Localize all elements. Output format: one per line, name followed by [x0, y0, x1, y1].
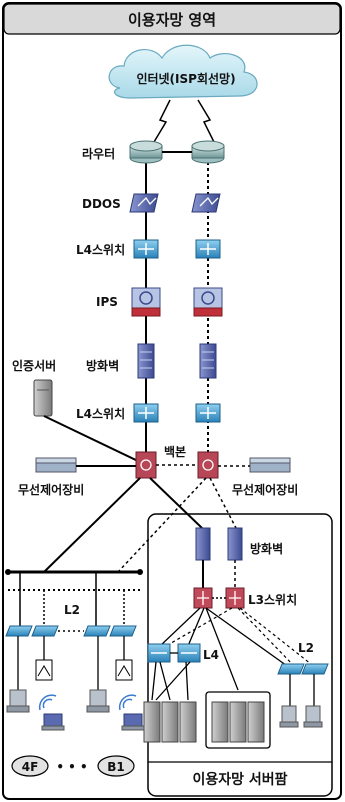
label-floor-l2: L2 — [64, 603, 80, 617]
floor-pc-1-icon — [6, 689, 30, 713]
farm-firewall-right-icon — [227, 527, 243, 561]
server-rack-group-1-icon — [143, 701, 197, 743]
auth-server-link — [43, 415, 141, 463]
label-floor-last: B1 — [107, 760, 125, 774]
firewall-right-icon — [199, 343, 217, 379]
l4-switch-bottom-left-icon — [133, 403, 159, 423]
wireless-controller-right-icon — [249, 457, 291, 473]
ips-right-icon — [193, 287, 223, 317]
farm-pc-2-icon — [303, 705, 323, 728]
label-farm-firewall: 방화벽 — [250, 541, 283, 556]
backbone-right-icon — [197, 451, 219, 479]
label-farm-l3: L3스위치 — [248, 592, 297, 607]
label-floor-ellipsis: • • • — [56, 760, 87, 774]
internet-cloud-icon — [108, 44, 258, 99]
backbone-to-farm-left — [149, 477, 203, 529]
l4-switch-bottom-right-icon — [195, 403, 221, 423]
server-rack-group-2-box — [205, 691, 271, 749]
floor-l2-switch-1-icon — [5, 625, 33, 637]
label-ddos: DDOS — [82, 197, 121, 211]
floor-l2-switch-3-icon — [83, 625, 111, 637]
ddos-right-icon — [191, 193, 221, 213]
l3-to-l2a — [205, 607, 291, 669]
floor-pc-2-icon — [86, 689, 110, 713]
farm-firewall-left-icon — [195, 527, 211, 561]
access-point-2-icon — [115, 659, 133, 681]
label-router: 라우터 — [82, 146, 115, 161]
l3r-to-l4a — [165, 607, 233, 647]
l4-to-srv1 — [151, 661, 157, 701]
header-band — [3, 3, 341, 35]
l3-to-l4b — [187, 607, 205, 647]
wireless-laptop-1-icon — [38, 694, 65, 731]
floor-l2-switch-2-icon — [31, 625, 59, 637]
label-wireless-left: 무선제어장비 — [18, 482, 84, 497]
label-floor-first: 4F — [22, 760, 39, 774]
floor-l2-switch-4-icon — [109, 625, 137, 637]
firewall-left-icon — [137, 343, 155, 379]
l3r-to-l2b — [239, 607, 317, 669]
label-farm-l4: L4 — [203, 648, 219, 662]
farm-l2-right-icon — [301, 663, 329, 675]
l4-switch-top-left-icon — [133, 239, 159, 259]
floor-badge-first — [11, 755, 49, 777]
wireless-controller-left-icon — [35, 457, 77, 473]
ddos-left-icon — [129, 193, 159, 213]
farm-pc-1-icon — [279, 705, 299, 728]
farm-l3-right-icon — [225, 587, 245, 609]
router-left-icon — [129, 140, 163, 164]
label-ips: IPS — [96, 295, 118, 309]
l4-to-srv4 — [155, 661, 191, 701]
l3-to-servers — [205, 607, 239, 691]
uplink-right — [197, 99, 215, 143]
uplink-left — [153, 99, 171, 143]
cloud-label: 인터넷(ISP회선망) — [136, 71, 235, 86]
label-firewall: 방화벽 — [86, 358, 119, 373]
l3-to-l4a — [159, 607, 201, 647]
farm-l4-left-icon — [147, 643, 171, 663]
access-point-1-icon — [35, 659, 53, 681]
label-l4-top: L4스위치 — [76, 242, 125, 257]
farm-l4-right-icon — [177, 643, 201, 663]
backbone-left-icon — [135, 451, 157, 479]
auth-server-icon — [33, 379, 53, 417]
l4-to-srv2 — [159, 661, 171, 701]
header-title: 이용자망 영역 — [128, 11, 216, 29]
farm-l2-left-icon — [277, 663, 305, 675]
ips-left-icon — [131, 287, 161, 317]
label-farm-l2: L2 — [298, 641, 314, 655]
floor-badge-last — [97, 755, 135, 777]
label-l4-bottom: L4스위치 — [76, 406, 125, 421]
label-auth-server: 인증서버 — [12, 358, 56, 373]
label-server-farm-title: 이용자망 서버팜 — [192, 771, 287, 788]
l3r-to-l2a — [237, 607, 297, 669]
label-wireless-right: 무선제어장비 — [232, 482, 298, 497]
farm-l3-left-icon — [193, 587, 213, 609]
server-rack-group-2-icon — [211, 701, 265, 743]
l4-to-srv3 — [185, 661, 189, 701]
label-backbone: 백본 — [164, 444, 186, 459]
backbone-to-floors-1 — [43, 477, 141, 573]
wireless-laptop-2-icon — [118, 694, 145, 731]
l4-switch-top-right-icon — [195, 239, 221, 259]
router-right-icon — [191, 140, 225, 164]
